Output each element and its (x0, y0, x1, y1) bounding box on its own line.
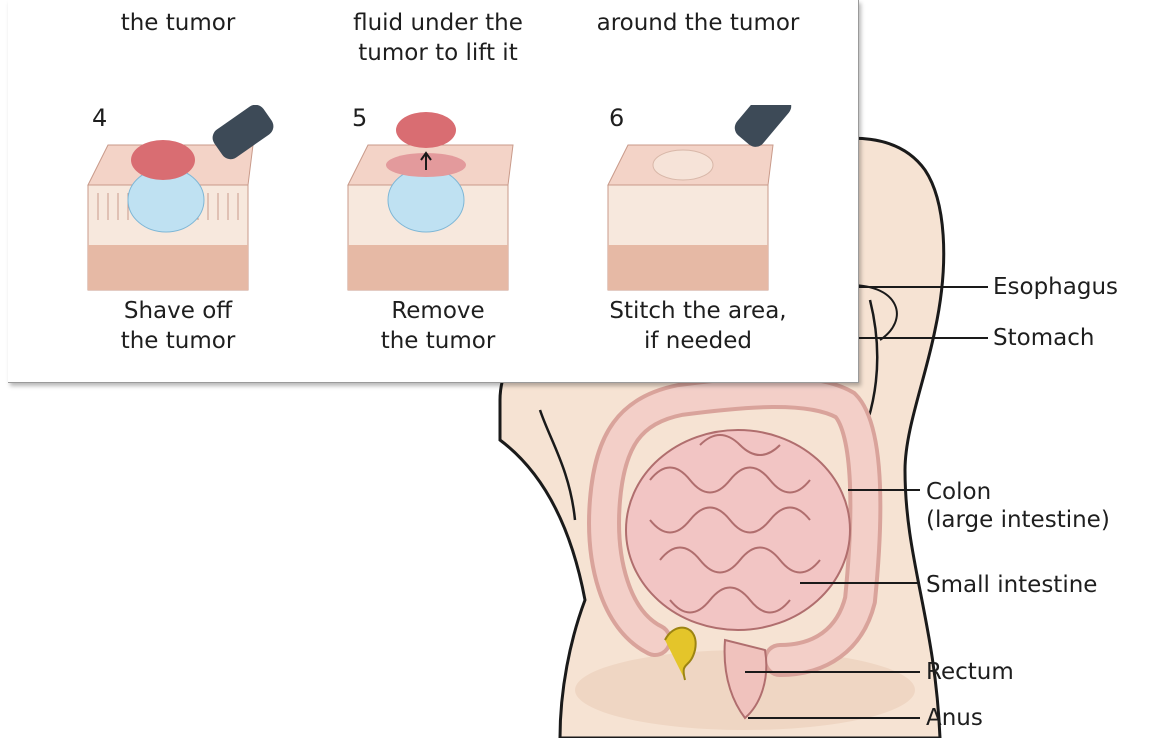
esophagus-label: Esophagus (993, 273, 1118, 301)
step-5-illustration (343, 105, 543, 295)
colon-label: Colon (large intestine) (926, 478, 1110, 534)
small-intestine-label: Small intestine (926, 571, 1097, 599)
anus-label: Anus (926, 704, 983, 732)
step-3-caption: around the tumor (578, 8, 818, 38)
step-1-caption: the tumor (58, 8, 298, 38)
procedure-steps-panel: the tumor fluid under the tumor to lift … (8, 0, 859, 383)
step-5-caption: Remove the tumor (318, 296, 558, 356)
rectum-label: Rectum (926, 658, 1014, 686)
stomach-label: Stomach (993, 324, 1094, 352)
step-4-illustration (83, 105, 283, 295)
step-4-caption: Shave off the tumor (58, 296, 298, 356)
step-6-caption: Stitch the area, if needed (578, 296, 818, 356)
step-2-caption: fluid under the tumor to lift it (318, 8, 558, 68)
step-6-illustration (603, 105, 803, 295)
